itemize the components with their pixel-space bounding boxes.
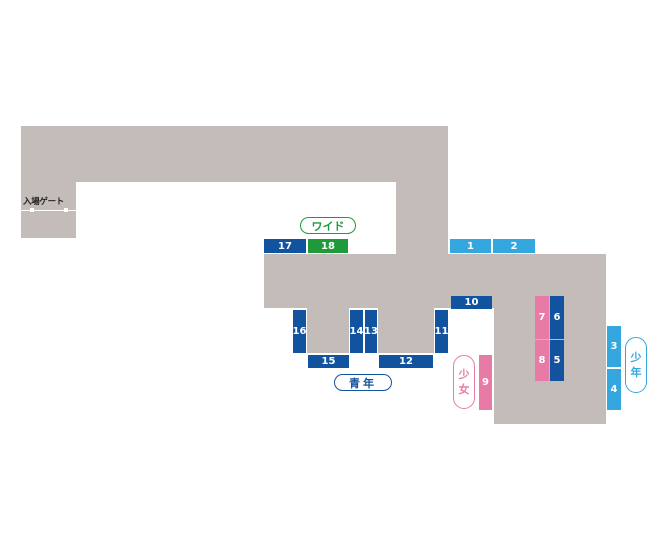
- booth-5[interactable]: 5: [550, 340, 564, 381]
- booth-3[interactable]: 3: [607, 326, 621, 367]
- booth-10[interactable]: 10: [451, 296, 492, 309]
- zone-shoujo-label: 少 女: [453, 355, 475, 409]
- zone-wide-label: ワイド: [300, 217, 356, 234]
- zone-shoujo-char-2: 女: [458, 383, 470, 396]
- zone-shoujo-char-1: 少: [458, 368, 470, 381]
- booth-4[interactable]: 4: [607, 369, 621, 410]
- entrance-gate-line: [21, 210, 76, 211]
- booth-1[interactable]: 1: [450, 239, 491, 253]
- floor-top-corridor: [21, 126, 448, 182]
- entrance-gate-label: 入場ゲート: [23, 197, 65, 207]
- booth-9[interactable]: 9: [479, 355, 492, 410]
- zone-shounen-char-2: 年: [630, 366, 642, 379]
- booth-2[interactable]: 2: [493, 239, 535, 253]
- booth-14[interactable]: 14: [350, 310, 363, 353]
- booth-8[interactable]: 8: [535, 340, 549, 381]
- floor-middle-stub: [378, 306, 434, 353]
- booth-13[interactable]: 13: [364, 310, 378, 353]
- booth-7[interactable]: 7: [535, 296, 549, 339]
- floor-left-stub: [307, 306, 349, 353]
- floor-main-hall: [264, 254, 606, 308]
- booth-6[interactable]: 6: [550, 296, 564, 339]
- booth-11[interactable]: 11: [435, 310, 448, 353]
- zone-shounen-label: 少 年: [625, 337, 647, 393]
- floor-gate-column: [21, 126, 76, 238]
- booth-17[interactable]: 17: [264, 239, 306, 253]
- floor-right-column: [396, 126, 448, 256]
- booth-18[interactable]: 18: [308, 239, 348, 253]
- booth-16[interactable]: 16: [293, 310, 306, 353]
- entrance-gate-notch-2: [64, 208, 68, 212]
- zone-seinen-text: 青年: [349, 376, 377, 390]
- zone-seinen-label: 青年: [334, 374, 392, 391]
- booth-12[interactable]: 12: [379, 355, 433, 368]
- booth-15[interactable]: 15: [308, 355, 349, 368]
- zone-shounen-char-1: 少: [630, 351, 642, 364]
- entrance-gate-notch: [30, 208, 34, 212]
